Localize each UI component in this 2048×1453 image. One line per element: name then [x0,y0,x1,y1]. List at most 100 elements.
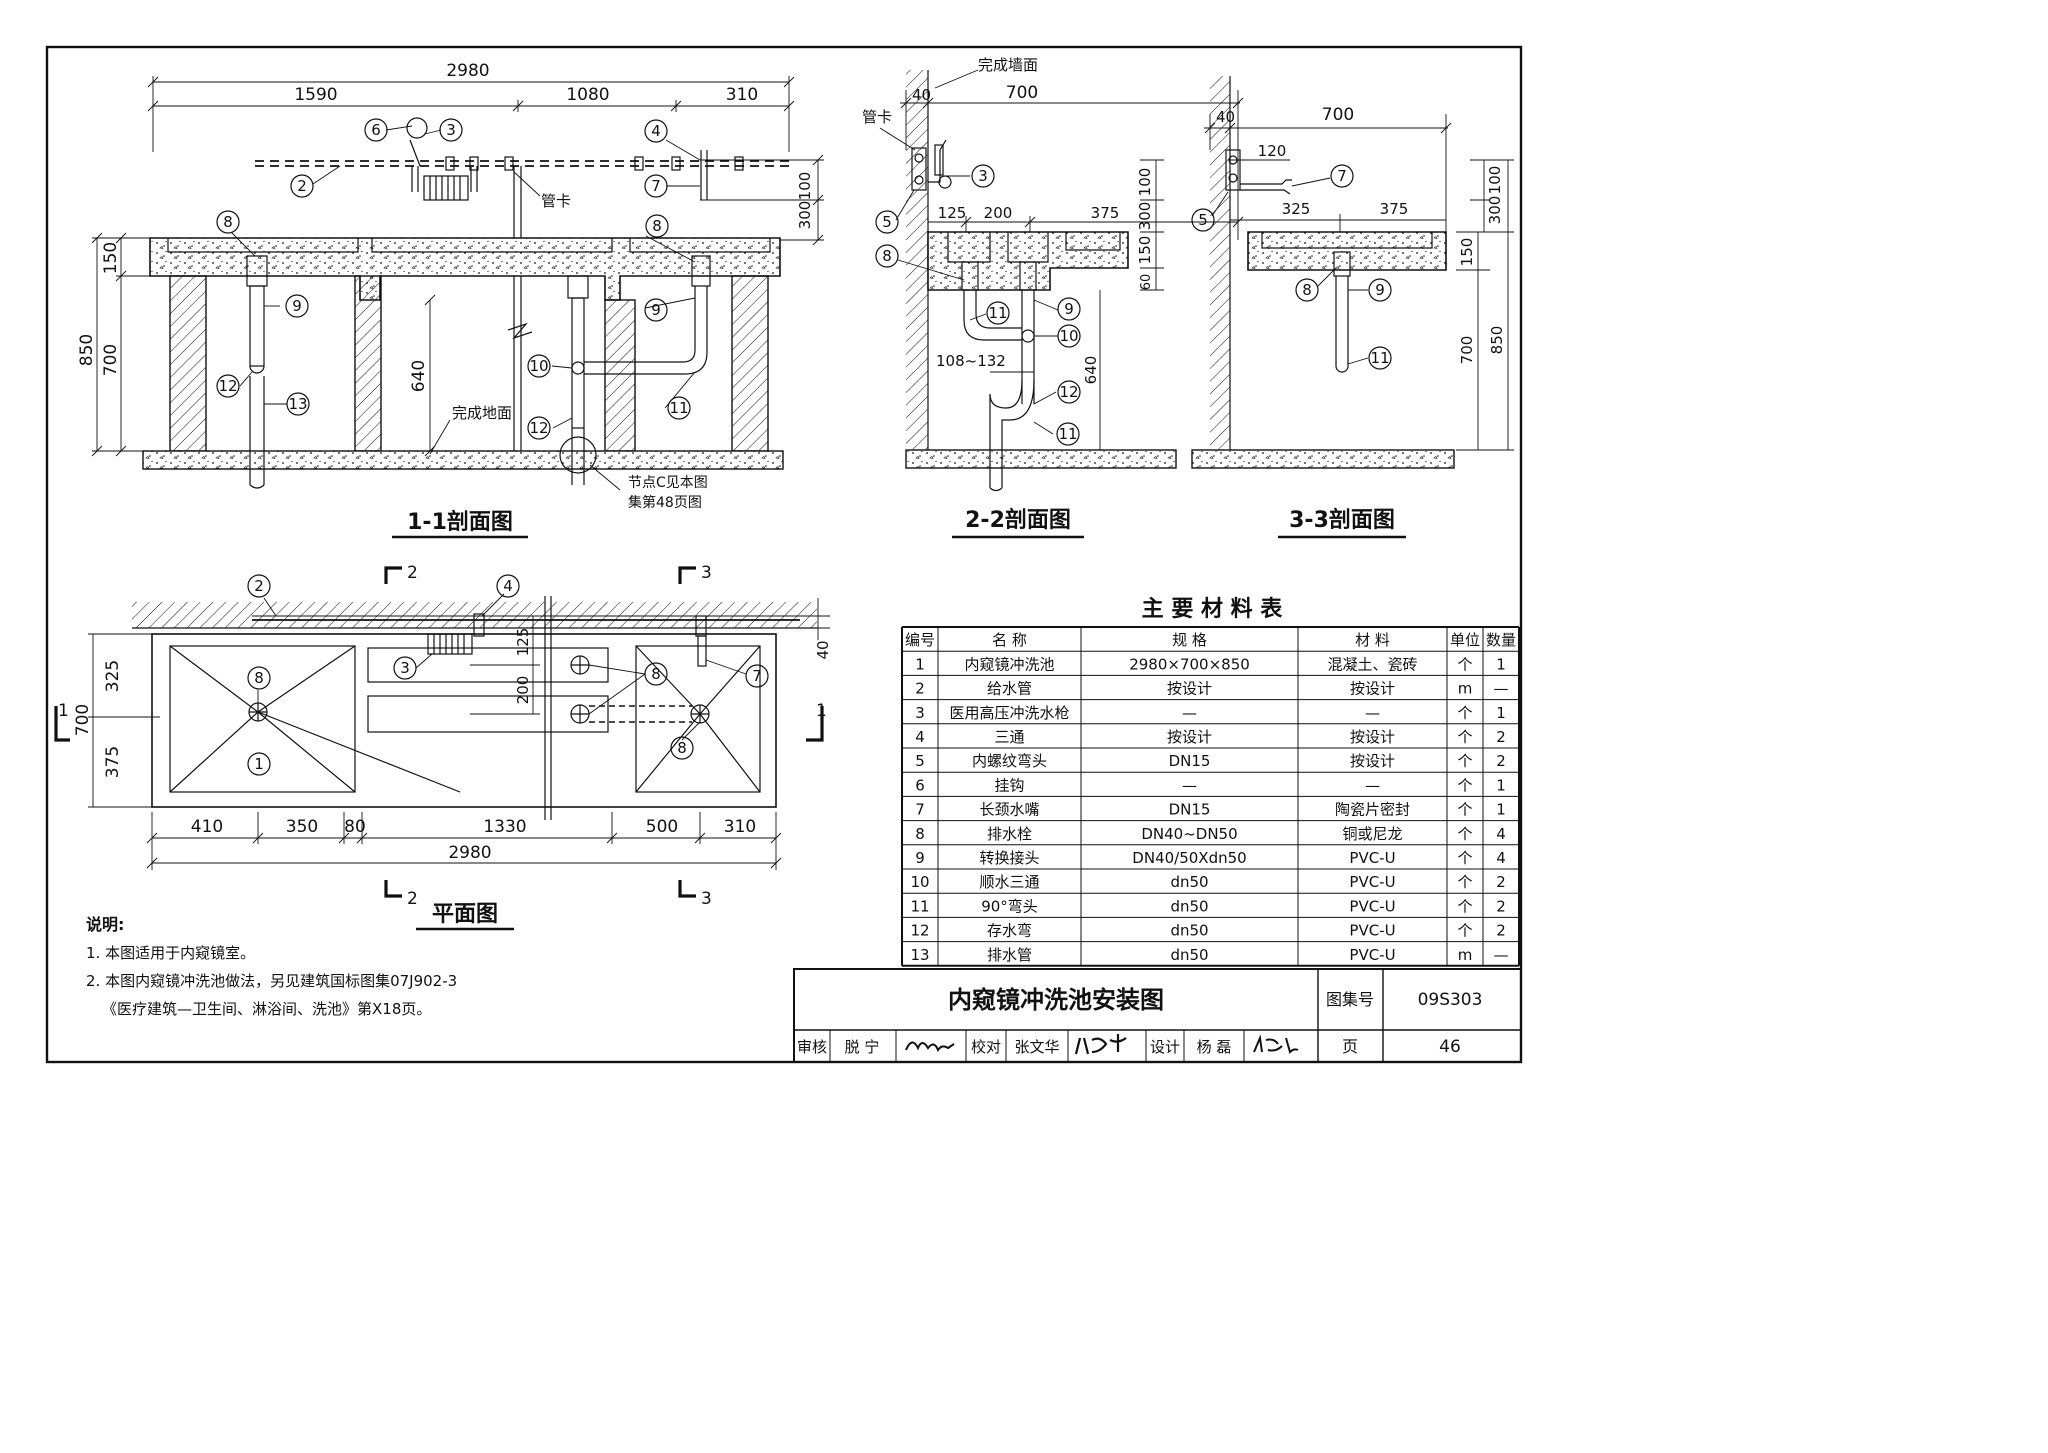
dim-325-33: 325 [1282,200,1311,218]
dim-500: 500 [646,817,678,837]
callout-8-right: 8 [652,217,662,235]
material-table-title: 主 要 材 料 表 [1142,597,1284,622]
table-cell: 存水弯 [987,922,1032,940]
cut-mark-1-left: 1 [58,701,69,721]
table-cell: 按设计 [1350,752,1395,770]
table-cell: m [1458,946,1473,964]
table-cell: 个 [1457,728,1472,746]
dim-150-22: 150 [1136,236,1154,265]
table-cell: 7 [915,801,925,819]
table-cell: 10 [910,873,929,891]
atlas-number: 09S303 [1418,990,1483,1010]
table-cell: PVC-U [1349,849,1395,867]
table-cell: 5 [915,752,925,770]
node-note-line2: 集第48页图 [628,494,702,511]
callout-4: 4 [651,122,661,140]
table-cell: 按设计 [1167,680,1212,698]
table-cell: 12 [910,922,929,940]
callout-8-33: 8 [1302,281,1312,299]
section-1-1-title: 1-1剖面图 [407,509,513,535]
section-2-2: 完成墙面 40 700 管卡 125 200 [862,56,1244,539]
dim-300: 300 [796,201,814,230]
table-cell: 2 [1496,897,1506,915]
table-cell: 铜或尼龙 [1342,825,1402,843]
callout-12-right: 12 [529,419,548,437]
table-cell: PVC-U [1349,922,1395,940]
table-cell: 内窥镜冲洗池 [964,655,1054,673]
dim-700: 700 [101,344,121,376]
dim-40-plan: 40 [814,640,832,659]
dim-375: 375 [1091,204,1120,222]
table-cell: 1 [915,655,925,673]
check-label: 校对 [971,1038,1001,1056]
callout-13: 13 [288,395,307,413]
finished-floor-label: 完成地面 [452,404,512,422]
table-cell: 个 [1457,897,1472,915]
callout-11-33: 11 [1370,349,1389,367]
dim-200: 200 [984,204,1013,222]
dim-700-22: 700 [1006,83,1038,103]
callout-12-left: 12 [218,377,237,395]
dim-120-33: 120 [1258,142,1287,160]
table-cell: dn50 [1170,946,1208,964]
dim-40: 40 [912,86,931,104]
table-cell: 排水栓 [987,825,1032,843]
callout-10-22: 10 [1059,327,1078,345]
callout-9-22: 9 [1064,300,1074,318]
design-label: 设计 [1150,1038,1180,1056]
hose-reel-plan-icon [427,613,707,667]
table-cell: dn50 [1170,922,1208,940]
reviewer-name: 脱 宁 [845,1038,880,1056]
finished-wall-label: 完成墙面 [978,56,1038,74]
cut-mark-2-bottom: 2 [407,889,418,909]
dim-150-33: 150 [1458,238,1476,267]
dim-100-22: 100 [1136,168,1154,197]
table-cell: 个 [1457,655,1472,673]
table-cell: 3 [915,704,925,722]
note-3: 《医疗建筑—卫生间、淋浴间、洗池》第X18页。 [102,1000,431,1018]
callout-9-left: 9 [292,297,302,315]
table-cell: 个 [1457,752,1472,770]
table-cell: 4 [915,728,925,746]
section-3-3: 40 700 120 325 375 [1191,76,1514,539]
table-cell: 个 [1457,849,1472,867]
table-cell: 按设计 [1350,728,1395,746]
sheet-border [45,45,1523,1064]
cut-mark-3-top: 3 [701,563,712,583]
table-cell: PVC-U [1349,873,1395,891]
table-cell: DN40~DN50 [1141,825,1237,843]
table-header-4: 单位 [1450,631,1480,649]
table-cell: 挂钩 [994,776,1024,794]
dim-125: 125 [938,204,967,222]
dim-100-33: 100 [1486,166,1504,195]
table-cell: 90°弯头 [981,897,1038,915]
table-cell: 1 [1496,704,1506,722]
table-cell: 4 [1496,849,1506,867]
dim-total-width: 2980 [446,61,489,81]
table-cell: 个 [1457,704,1472,722]
dim-700-plan: 700 [73,704,93,736]
dim-310-plan: 310 [724,817,756,837]
section-3-3-title: 3-3剖面图 [1289,507,1395,533]
page-label: 页 [1342,1037,1358,1056]
dim-300-33: 300 [1486,196,1504,225]
drawing-title: 内窥镜冲洗池安装图 [948,986,1164,1014]
table-cell: 排水管 [987,946,1032,964]
dim-850-33: 850 [1488,326,1506,355]
table-cell: 9 [915,849,925,867]
designer-name: 杨 磊 [1197,1038,1232,1056]
callout-8-plan-mid: 8 [651,665,661,683]
note-2: 2. 本图内窥镜冲洗池做法，另见建筑国标图集07J902-3 [86,972,457,990]
callout-3-22: 3 [978,167,988,185]
callout-7-plan: 7 [752,667,762,685]
table-cell: 陶瓷片密封 [1335,801,1410,819]
callout-5-22: 5 [882,213,892,231]
dim-80: 80 [344,817,366,837]
dim-108-132: 108~132 [936,352,1006,370]
cut-mark-3-bottom: 3 [701,889,712,909]
callout-9-right: 9 [651,301,661,319]
callout-8-plan-left: 8 [254,669,264,687]
table-cell: — [1182,704,1197,722]
table-cell: 个 [1457,825,1472,843]
